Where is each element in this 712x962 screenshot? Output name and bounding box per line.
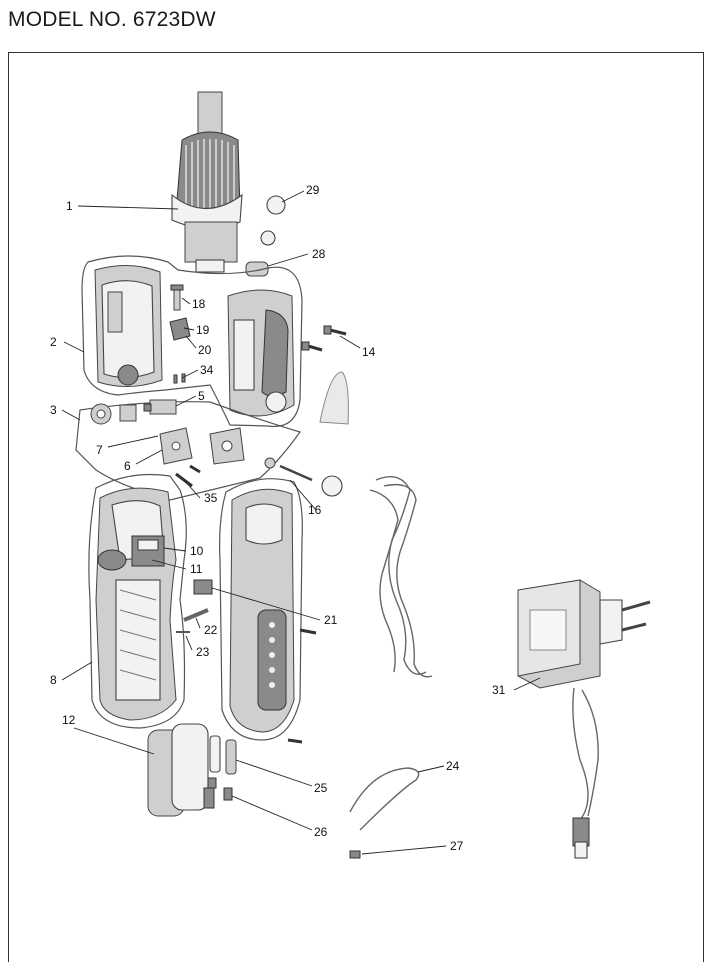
part-29-ring [260,195,286,246]
part-1-chuck [171,91,243,273]
callout-12: 12 [62,713,76,727]
part-27-connector [349,850,361,859]
page-title: MODEL NO. 6723DW [8,8,216,31]
part-19-plate [169,317,191,341]
part-18-screw [170,284,184,311]
callout-21: 21 [324,613,338,627]
right-handle-housing [229,488,295,733]
callout-6: 6 [124,459,131,473]
part-5-switch [143,399,177,415]
wire-harness [369,476,433,678]
side-cap [319,371,349,425]
callout-29: 29 [306,183,320,197]
part-28-sleeve [245,261,269,277]
callout-16: 16 [308,503,322,517]
callout-5: 5 [198,389,205,403]
part-16-screw [264,457,343,497]
part-6-plate [159,427,193,465]
part-2-left-shell [94,264,163,388]
callout-25: 25 [314,781,328,795]
part-10-switch-unit [131,535,165,567]
callout-28: 28 [312,247,326,261]
part-2-right-shell [227,289,295,417]
part-3-bearing [90,403,137,425]
callout-1: 1 [66,199,73,213]
callout-31: 31 [492,683,506,697]
callout-2: 2 [50,335,57,349]
trigger-button [97,549,127,571]
part-8-group-outline [88,473,187,729]
part-14-screws [301,325,347,352]
callout-7: 7 [96,443,103,457]
callout-labels: 1 29 28 2 18 19 20 14 34 3 5 7 6 35 16 1… [50,183,506,853]
part-12-battery [147,723,215,817]
callout-3: 3 [50,403,57,417]
callout-27: 27 [450,839,464,853]
callout-34: 34 [200,363,214,377]
part-24-clip [349,767,420,831]
leader-lines [61,190,541,855]
part-34-pins [173,373,186,384]
callout-19: 19 [196,323,210,337]
right-housing-outline [219,478,303,741]
part-2-housing-outline [81,255,303,428]
gear-plate [209,427,245,465]
callout-22: 22 [204,623,218,637]
housing-screws [287,628,317,744]
part-21-connector [193,579,213,595]
callout-20: 20 [198,343,212,357]
callout-23: 23 [196,645,210,659]
callout-18: 18 [192,297,206,311]
part-35-screws [175,464,201,488]
callout-8: 8 [50,673,57,687]
callout-11: 11 [190,562,203,576]
part-26-terminals [207,777,233,801]
part-31-charger [517,579,651,859]
callout-35: 35 [204,491,218,505]
part-22-rod [183,608,209,622]
part-8-left-housing [95,487,177,721]
callout-24: 24 [446,759,460,773]
diagram-frame [8,52,704,962]
callout-10: 10 [190,544,204,558]
callout-14: 14 [362,345,376,359]
part-25-cells [209,735,237,775]
callout-26: 26 [314,825,328,839]
